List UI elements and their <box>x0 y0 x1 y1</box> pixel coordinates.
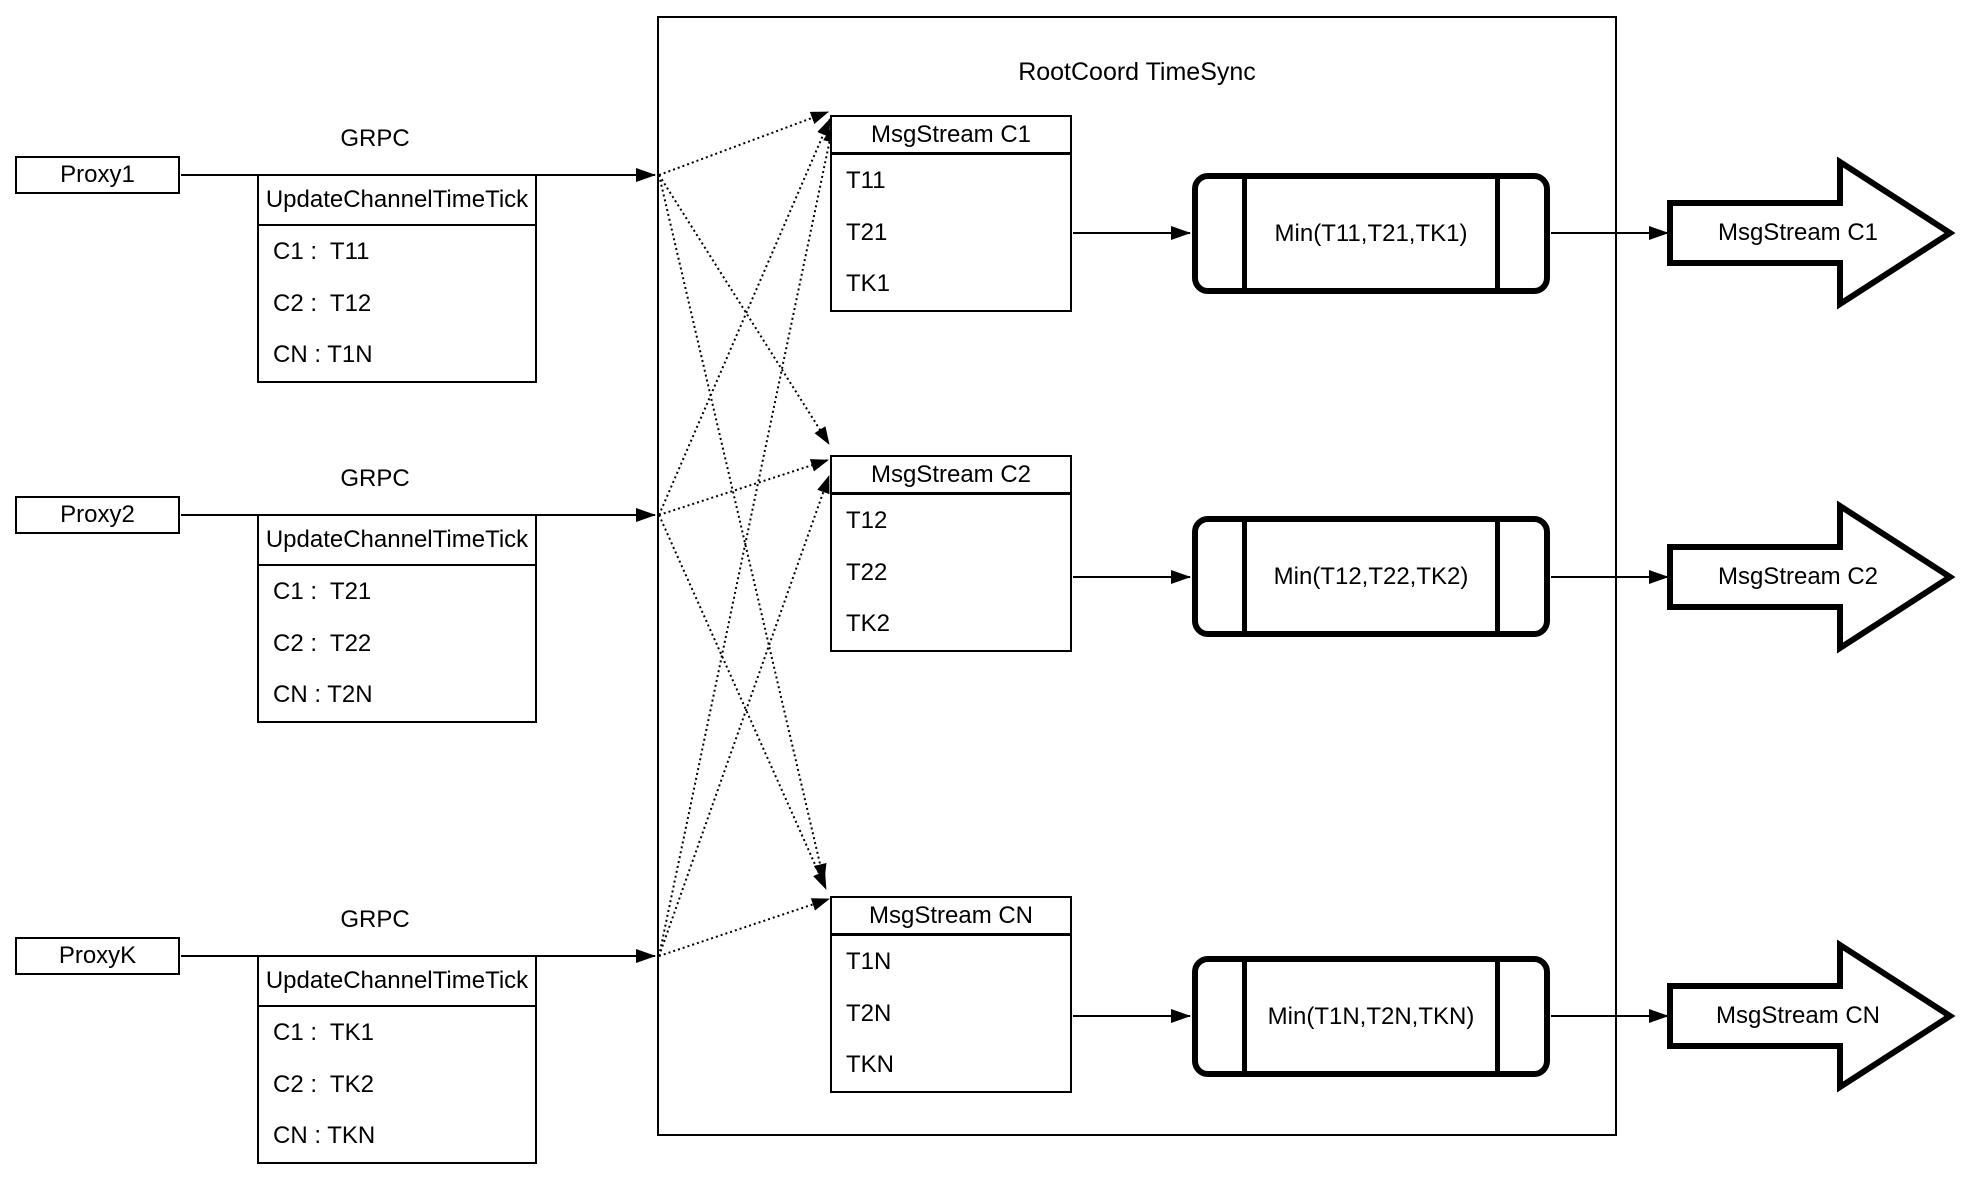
proxy1-label: Proxy1 <box>60 161 135 188</box>
timetick-fanout-lines <box>658 111 836 957</box>
timetick-table-header: UpdateChannelTimeTick <box>259 176 535 226</box>
output-arrow-label-c2: MsgStream C2 <box>1717 563 1879 590</box>
timetick-table-header: UpdateChannelTimeTick <box>259 516 535 566</box>
output-arrow-shape-c2 <box>1667 500 1956 654</box>
min-reducer-c1: Min(T11,T21,TK1) <box>1192 173 1550 294</box>
timetick-row: C2 : TK2 <box>273 1070 374 1098</box>
msgstream-c1-ticks: T11 T21 TK1 <box>832 155 1070 310</box>
min-box-right-divider <box>1495 179 1500 288</box>
tick-row: T12 <box>846 506 888 534</box>
proxy1-box: Proxy1 <box>15 156 180 194</box>
fanout-p2-cn <box>658 514 827 890</box>
update-channel-timetick-table-3: UpdateChannelTimeTick C1 : TK1 C2 : TK2 … <box>257 955 537 1164</box>
min-label-c2: Min(T12,T22,TK2) <box>1269 562 1473 591</box>
fanout-pk-cn <box>658 898 830 957</box>
msgstream-cn-header: MsgStream CN <box>832 898 1070 936</box>
output-arrow-label-c1: MsgStream C1 <box>1717 219 1879 246</box>
timetick-row: C1 : TK1 <box>273 1018 374 1046</box>
min-box-left-divider <box>1242 522 1247 631</box>
grpc-label-1: GRPC <box>340 125 410 152</box>
min-label-c1: Min(T11,T21,TK1) <box>1270 219 1472 248</box>
tick-row: TK1 <box>846 270 891 298</box>
timetick-table-rows: C1 : T11 C2 : T12 CN : T1N <box>259 226 535 381</box>
min-reducer-c2: Min(T12,T22,TK2) <box>1192 516 1550 637</box>
timetick-row: CN : T2N <box>273 681 373 709</box>
proxy2-box: Proxy2 <box>15 496 180 534</box>
update-channel-timetick-table-1: UpdateChannelTimeTick C1 : T11 C2 : T12 … <box>257 174 537 383</box>
tick-row: T2N <box>846 999 892 1027</box>
msgstream-c2-header: MsgStream C2 <box>832 457 1070 495</box>
output-arrow-shapes <box>1667 156 1956 1093</box>
tick-row: T22 <box>846 558 888 586</box>
fanout-p1-c1 <box>658 111 829 176</box>
msgstream-c2-box: MsgStream C2 T12 T22 TK2 <box>830 455 1072 652</box>
update-channel-timetick-table-2: UpdateChannelTimeTick C1 : T21 C2 : T22 … <box>257 514 537 723</box>
output-arrow-label-cn: MsgStream CN <box>1715 1002 1881 1029</box>
min-to-output-lines <box>1551 226 1669 1023</box>
msgstream-c1-box: MsgStream C1 T11 T21 TK1 <box>830 115 1072 312</box>
grpc-label-3: GRPC <box>340 906 410 933</box>
proxyk-box: ProxyK <box>15 937 180 975</box>
min-box-left-divider <box>1242 962 1247 1071</box>
fanout-p2-c1 <box>658 118 831 516</box>
timetick-row: C2 : T22 <box>273 629 372 657</box>
output-arrow-shape-c1 <box>1667 156 1956 310</box>
min-label-cn: Min(T1N,T2N,TKN) <box>1263 1002 1479 1031</box>
timetick-table-header: UpdateChannelTimeTick <box>259 957 535 1007</box>
timetick-row: C2 : T12 <box>273 289 372 317</box>
timetick-row: CN : TKN <box>273 1122 376 1150</box>
timetick-table-rows: C1 : TK1 C2 : TK2 CN : TKN <box>259 1007 535 1162</box>
timetick-row: C1 : T21 <box>273 577 372 605</box>
timetick-table-rows: C1 : T21 C2 : T22 CN : T2N <box>259 566 535 721</box>
tick-row: TK2 <box>846 610 891 638</box>
timetick-row: CN : T1N <box>273 341 373 369</box>
proxyk-label: ProxyK <box>58 942 137 969</box>
fanout-p2-c2 <box>658 459 829 516</box>
msgstream-c1-header: MsgStream C1 <box>832 117 1070 155</box>
fanout-pk-c1 <box>658 124 836 957</box>
min-box-left-divider <box>1242 179 1247 288</box>
tick-row: T21 <box>846 218 888 246</box>
stream-to-min-lines <box>1073 226 1191 1023</box>
msgstream-cn-box: MsgStream CN T1N T2N TKN <box>830 896 1072 1093</box>
tick-row: TKN <box>846 1051 894 1079</box>
msgstream-c2-ticks: T12 T22 TK2 <box>832 495 1070 650</box>
grpc-label-2: GRPC <box>340 465 410 492</box>
fanout-p1-cn <box>658 174 827 882</box>
tick-row: T1N <box>846 947 892 975</box>
min-reducer-cn: Min(T1N,T2N,TKN) <box>1192 956 1550 1077</box>
msgstream-cn-ticks: T1N T2N TKN <box>832 936 1070 1091</box>
output-arrow-shape-cn <box>1667 939 1956 1093</box>
rootcoord-title: RootCoord TimeSync <box>1018 58 1256 86</box>
min-box-right-divider <box>1495 962 1500 1071</box>
proxy2-label: Proxy2 <box>60 501 135 528</box>
fanout-p1-c2 <box>658 174 830 445</box>
timetick-row: C1 : T11 <box>273 237 370 265</box>
tick-row: T11 <box>846 166 886 194</box>
min-box-right-divider <box>1495 522 1500 631</box>
